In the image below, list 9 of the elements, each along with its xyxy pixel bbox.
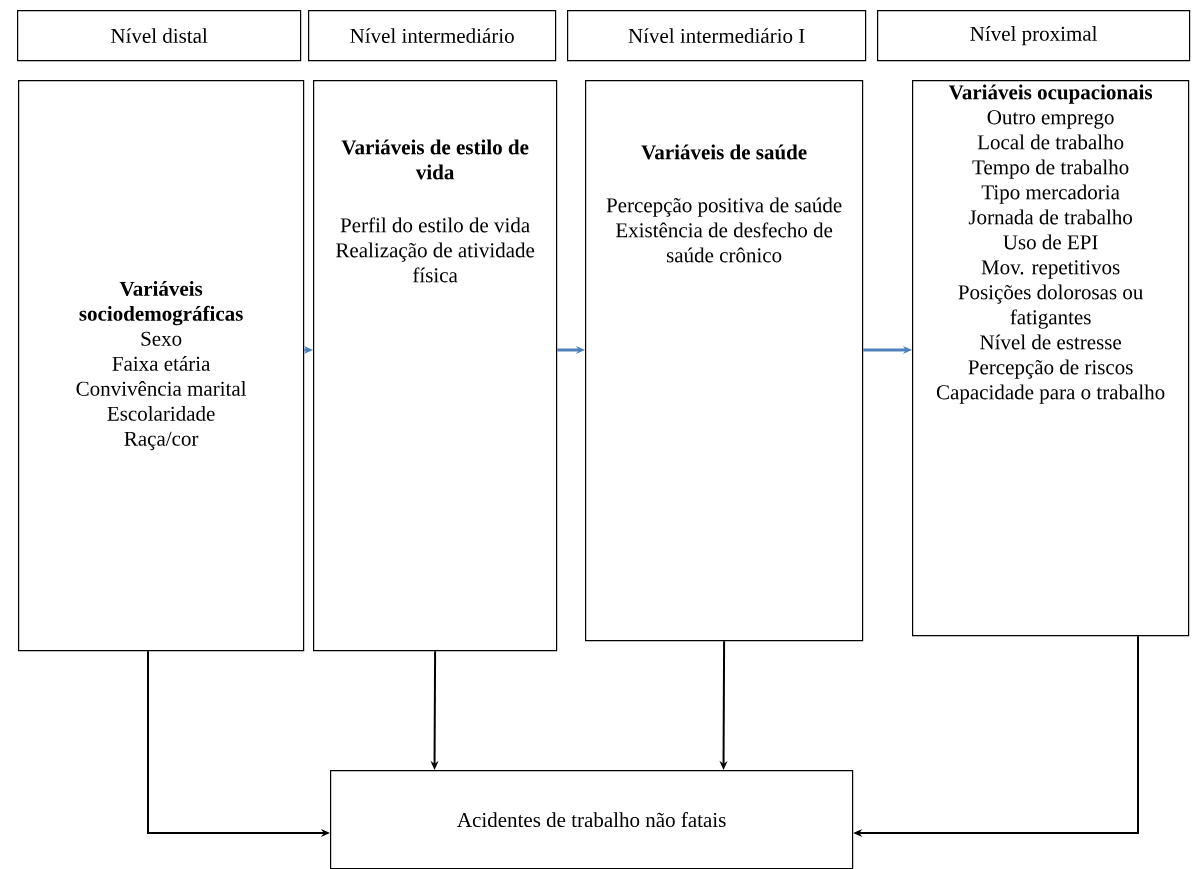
level-header: Nível proximal [877,10,1191,62]
variable-box: Variáveis ocupacionais Outro emprego Local de trabalho Tempo de trabalho Tipo mercadoria Jornada de trabalho Uso de EPI Mov. repetitivos Posições dolorosas ou fatigantes Nível de estresse Percepção de riscos Capacidade para o trabalho [912,80,1190,637]
level-header: Nível intermediário I [567,10,867,62]
variable-box: Variáveis sociodemográficas Sexo Faixa etária Convivência marital Escolaridade Raça/cor [18,80,305,652]
variable-box: Variáveis de saúde Percepção positiva de saúde Existência de desfecho de saúde crônico [585,80,864,642]
level-header: Nível distal [17,10,302,62]
variable-box: Variáveis de estilo de vida Perfil do estilo de vida Realização de atividade física [313,80,558,652]
level-header: Nível intermediário [308,10,557,62]
outcome-box: Acidentes de trabalho não fatais [330,770,854,869]
